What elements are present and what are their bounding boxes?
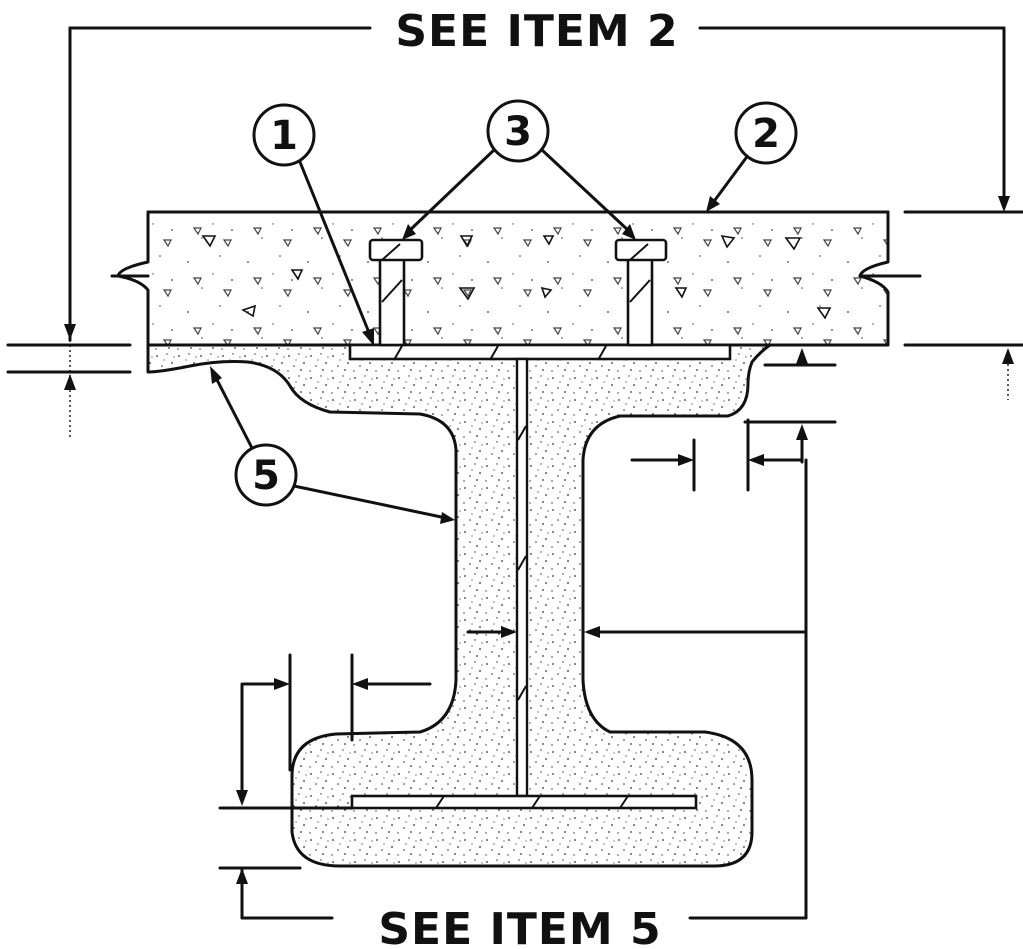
steel-beam [348, 343, 732, 810]
callout-2 [706, 101, 798, 212]
dimension-bottom [218, 348, 837, 920]
callout-5-number: 5 [252, 453, 280, 499]
see-item-2-label: SEE ITEM 2 [395, 6, 678, 57]
callout-3 [402, 99, 636, 240]
dimension-top [6, 26, 1023, 440]
see-item-5-label: SEE ITEM 5 [378, 904, 661, 949]
callout-1-number: 1 [270, 113, 298, 159]
callout-3-number: 3 [504, 109, 532, 155]
callout-5 [210, 366, 455, 524]
shear-stud-right [614, 238, 668, 347]
shear-stud-left [368, 238, 424, 347]
fireproofing-coating [146, 343, 772, 868]
callout-1 [252, 103, 374, 346]
concrete-slab [110, 210, 922, 347]
callout-2-number: 2 [752, 111, 780, 157]
